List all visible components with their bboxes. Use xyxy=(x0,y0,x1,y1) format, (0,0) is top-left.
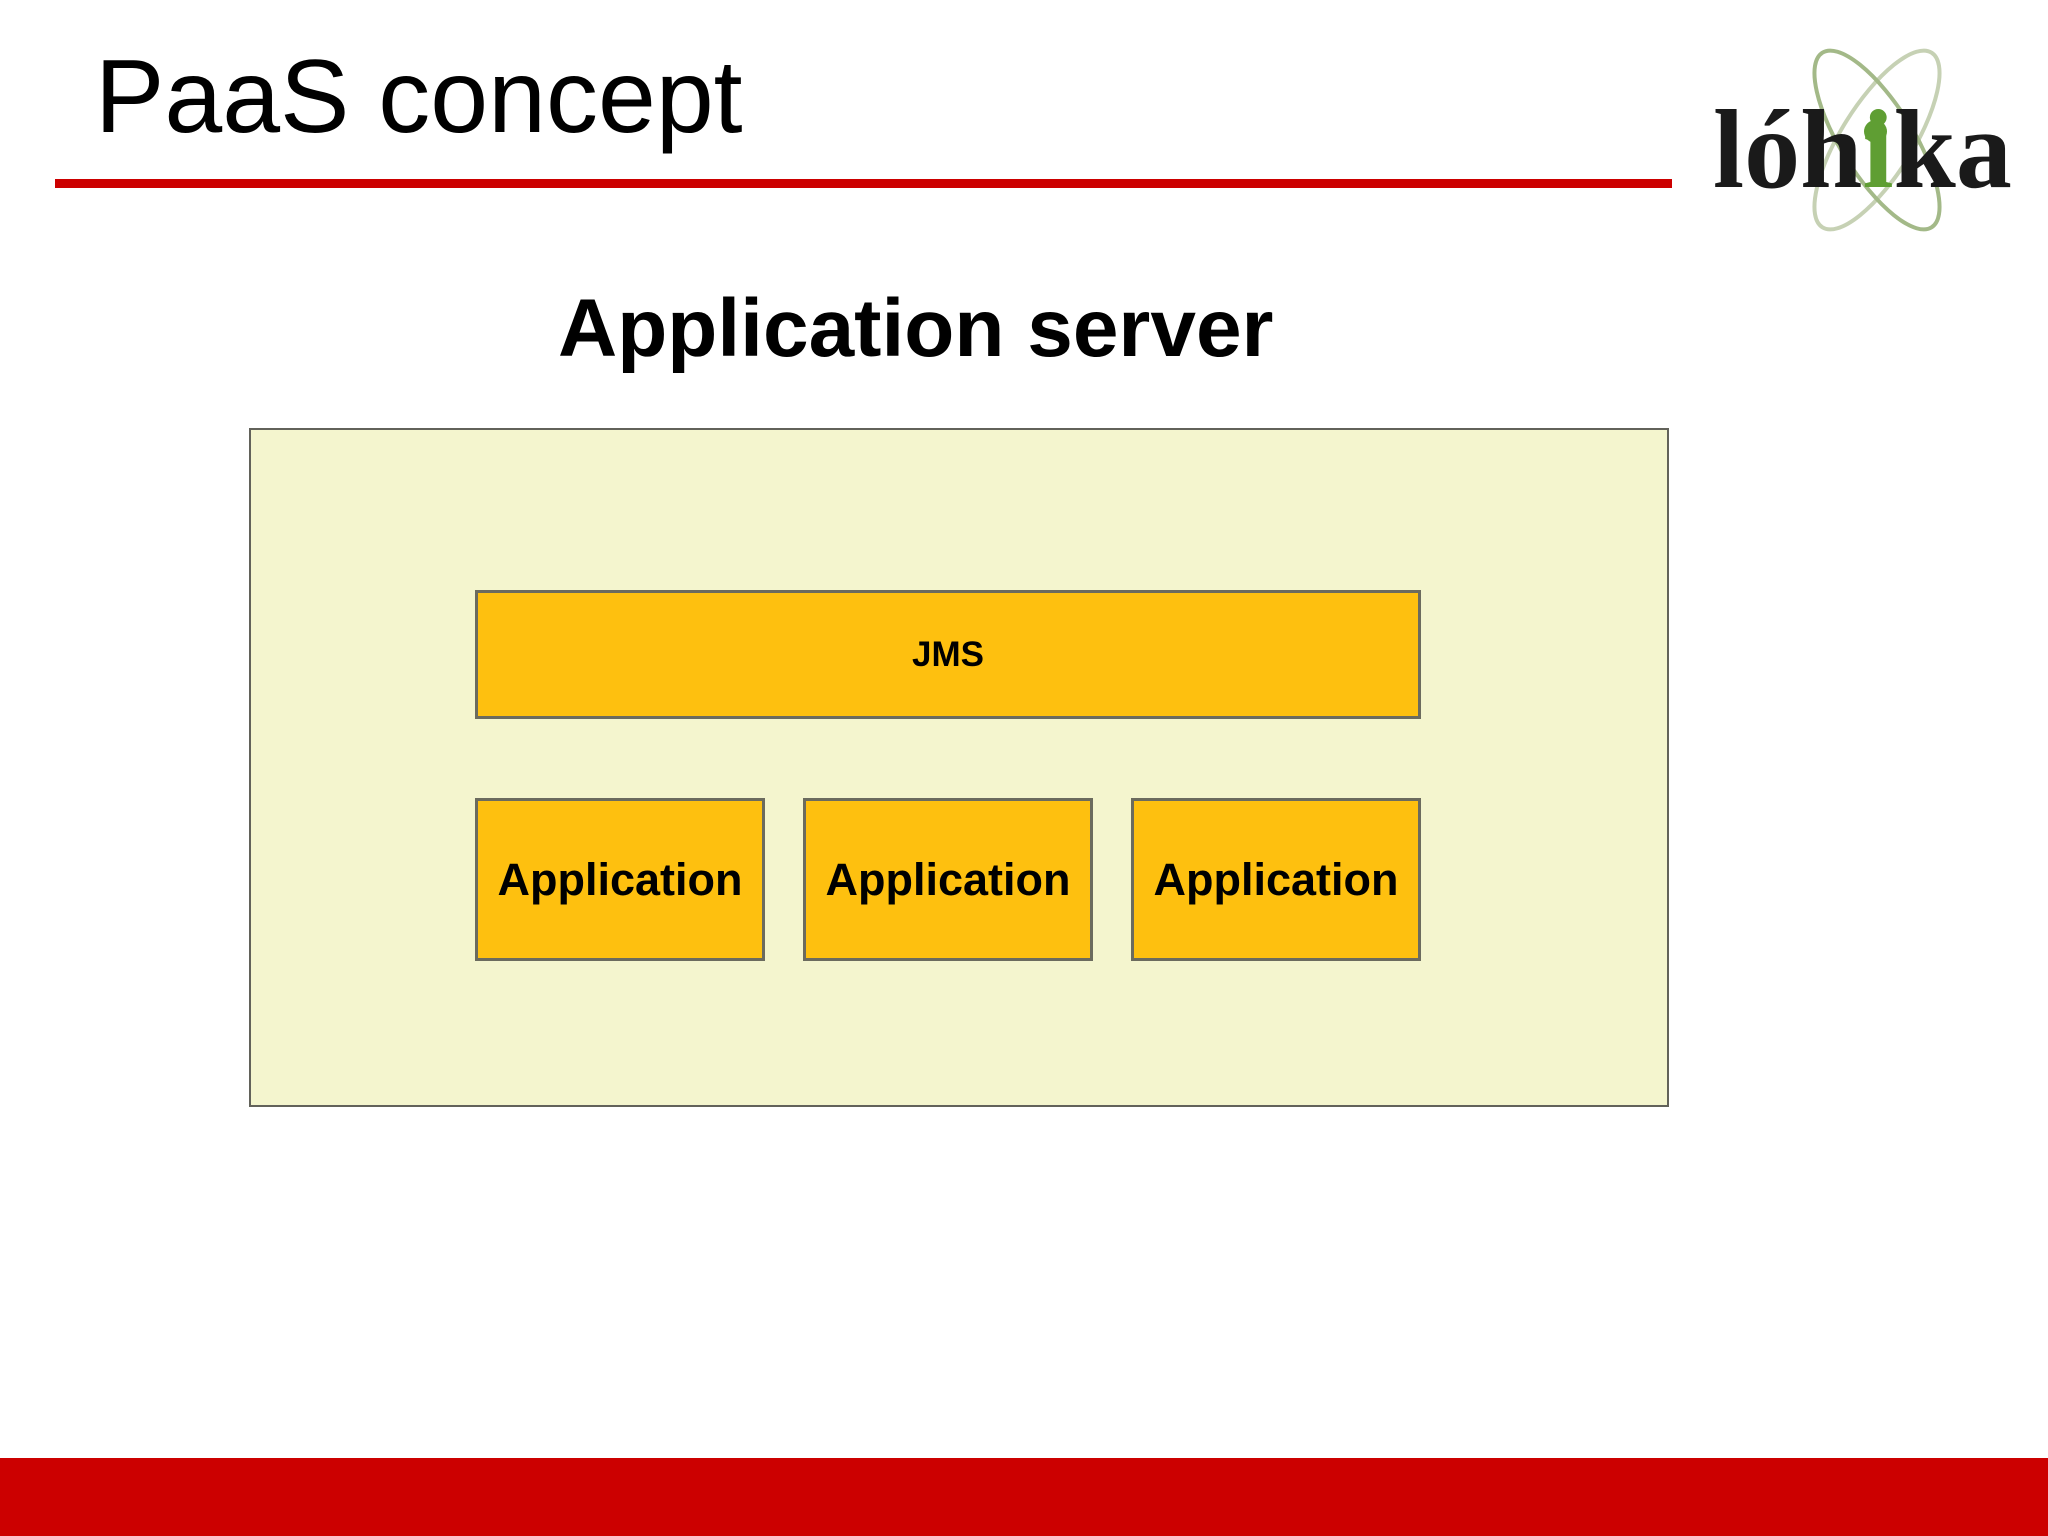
footer-band xyxy=(0,1458,2048,1536)
logo-green-dot-icon xyxy=(1864,120,1887,143)
logo-text-pre: lóh xyxy=(1713,88,1863,212)
application-block-2: Application xyxy=(803,798,1093,961)
application-block-1: Application xyxy=(475,798,765,961)
logo-wordmark: lóhika xyxy=(1713,94,2012,206)
title-underline xyxy=(55,179,1672,188)
diagram-heading: Application server xyxy=(558,283,1274,374)
company-logo: lóhika xyxy=(1700,0,2048,270)
slide-title: PaaS concept xyxy=(95,39,743,155)
application-server-panel xyxy=(249,428,1669,1107)
logo-text-accent: i xyxy=(1862,88,1894,212)
logo-text-post: ka xyxy=(1893,88,2012,212)
atom-orbits-icon xyxy=(1812,48,1942,232)
jms-block: JMS xyxy=(475,590,1421,719)
application-block-3: Application xyxy=(1131,798,1421,961)
